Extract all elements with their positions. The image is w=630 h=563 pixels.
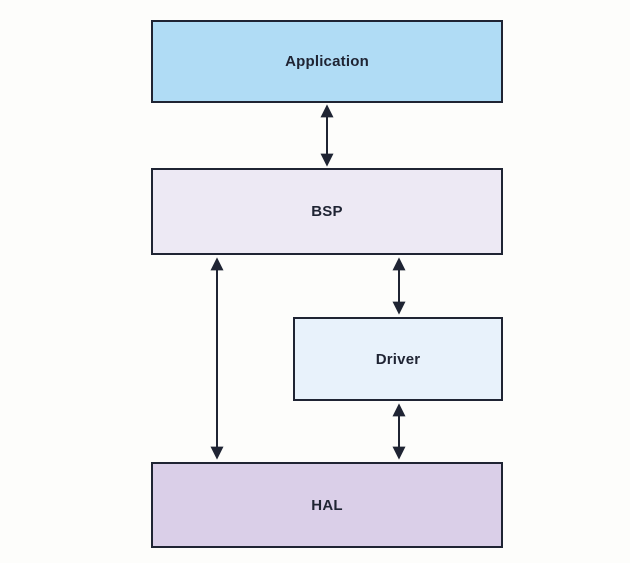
node-application-label: Application	[285, 53, 369, 70]
node-hal: HAL	[151, 462, 503, 548]
node-bsp-label: BSP	[311, 203, 343, 220]
node-hal-label: HAL	[311, 496, 343, 514]
node-bsp: BSP	[151, 168, 503, 255]
node-application: Application	[151, 20, 503, 103]
node-driver: Driver	[293, 317, 503, 401]
node-driver-label: Driver	[375, 350, 421, 368]
